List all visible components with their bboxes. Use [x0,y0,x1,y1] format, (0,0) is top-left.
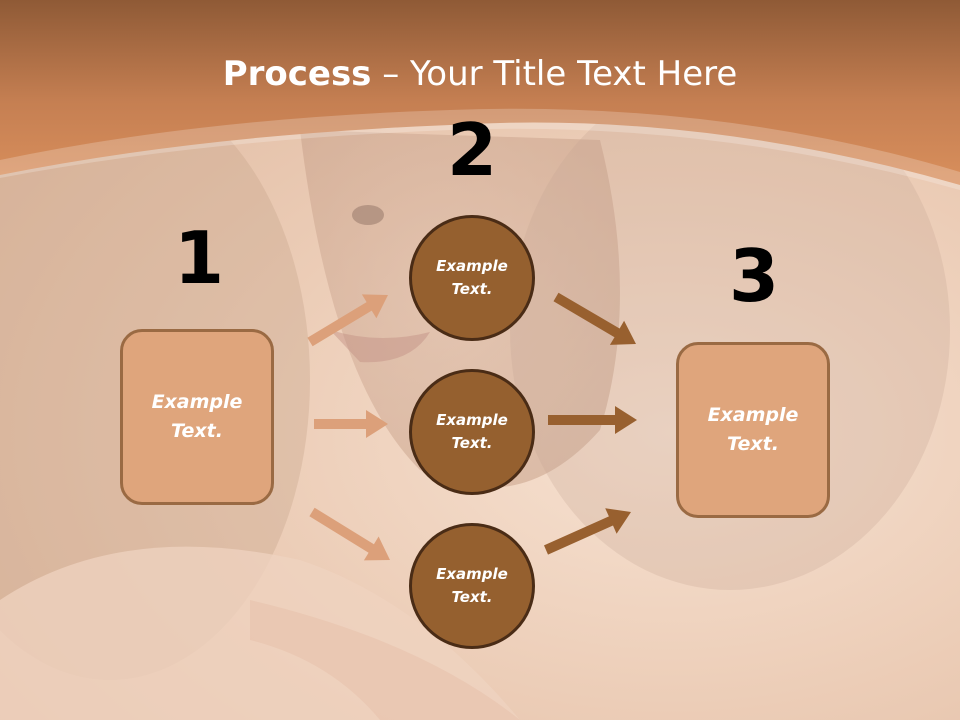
circle-top-text: Example Text. [436,257,508,298]
left-box[interactable]: Example Text. [120,329,274,505]
circle-bottom-text: Example Text. [436,565,508,606]
circle-middle[interactable]: Example Text. [409,369,535,495]
arrow-middle-to-right [548,406,637,434]
right-box-text: Example Text. [707,404,799,455]
step-number-3: 3 [728,234,780,318]
step-number-1: 1 [173,216,225,300]
circle-middle-text: Example Text. [436,411,508,452]
circle-top[interactable]: Example Text. [409,215,535,341]
title-rest: – Your Title Text Here [371,54,738,94]
circle-bottom[interactable]: Example Text. [409,523,535,649]
arrow-bottom-to-right [544,508,631,555]
arrow-left-to-middle [314,410,388,438]
left-box-text: Example Text. [151,391,243,442]
slide-title: Process – Your Title Text Here [0,52,960,96]
arrow-left-to-top [307,294,388,347]
arrow-left-to-bottom [309,507,390,561]
arrow-top-to-right [553,292,636,345]
step-number-2: 2 [446,108,498,192]
right-box[interactable]: Example Text. [676,342,830,518]
title-bold: Process [222,54,372,94]
